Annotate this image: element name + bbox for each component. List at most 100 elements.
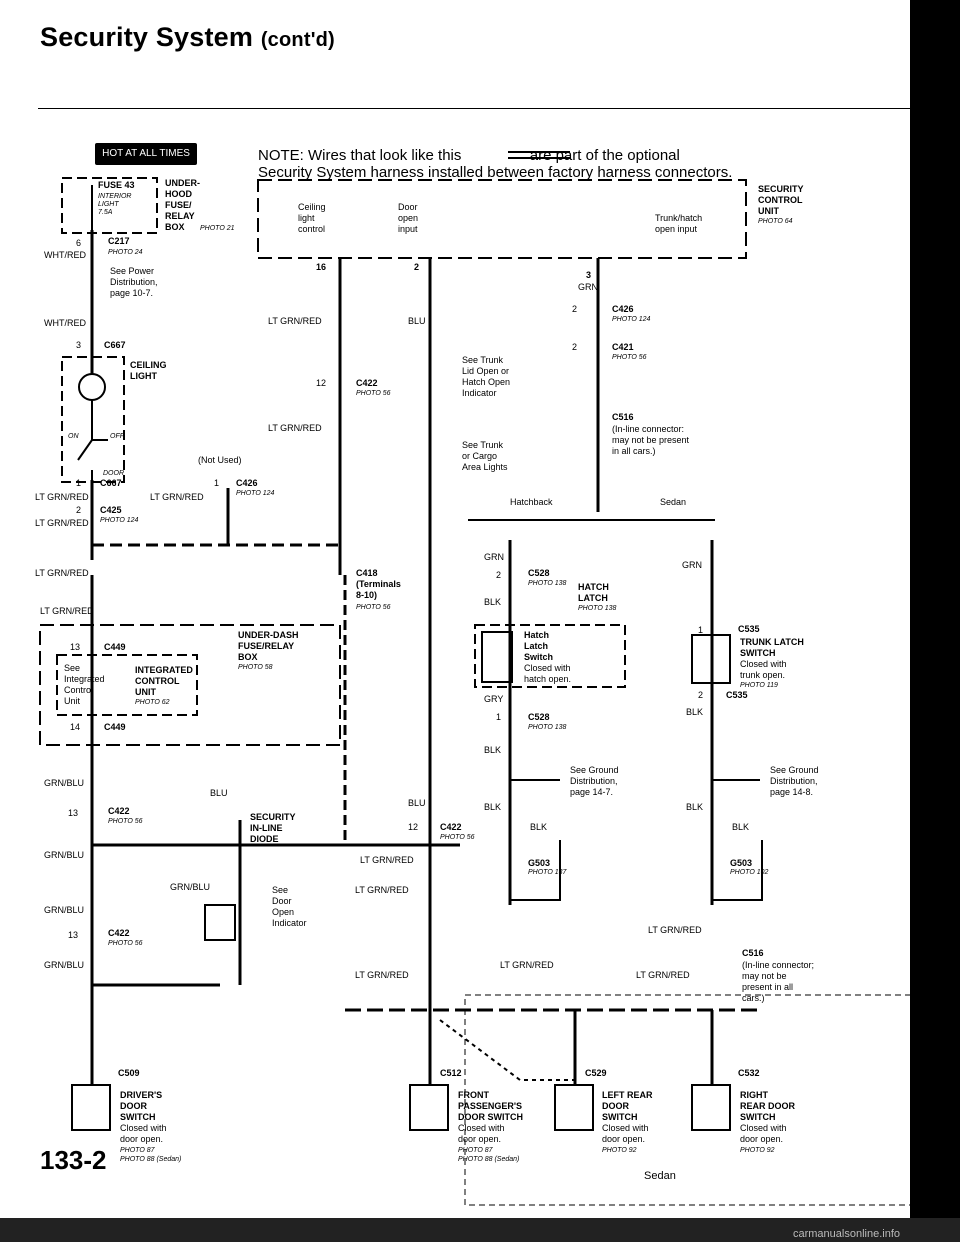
door-wire-grnblu-4: GRN/BLU: [44, 905, 85, 915]
trunk-latch-photo: PHOTO 119: [740, 682, 778, 689]
scu-ceiling-1: Ceiling: [298, 202, 326, 212]
door-wire-ltgrnred-2: LT GRN/RED: [355, 885, 409, 895]
c418-l3: 8-10): [356, 590, 378, 600]
scu-l2: CONTROL: [758, 195, 803, 205]
trunk-c421-pin: 2: [572, 342, 578, 352]
wire-ltgrnred-3: LT GRN/RED: [35, 518, 89, 528]
rr-photo: PHOTO 92: [740, 1147, 775, 1154]
front-l2: PASSENGER'S: [458, 1101, 522, 1111]
trunk-latch-l4: trunk open.: [740, 670, 786, 680]
hatch-c528: C528: [528, 568, 550, 578]
c217-photo: PHOTO 24: [108, 249, 143, 256]
driver-l5: door open.: [120, 1134, 164, 1144]
hatch-g503-photo: PHOTO 137: [528, 869, 567, 876]
driver-l2: DOOR: [120, 1101, 147, 1111]
door-wire-grnblu-3: GRN/BLU: [170, 882, 211, 892]
hatch-c528-photo: PHOTO 138: [528, 580, 567, 587]
underhood-box-l3: FUSE/: [165, 200, 192, 210]
hatch-g503: G503: [528, 858, 551, 868]
ceiling-light-l2: LIGHT: [130, 371, 157, 381]
rr-l2: REAR DOOR: [740, 1101, 796, 1111]
door-c422: C422: [108, 806, 130, 816]
watermark: carmanualsonline.info: [792, 1228, 900, 1240]
scu-trunk-1: Trunk/hatch: [655, 213, 703, 223]
front-photo-2: PHOTO 88 (Sedan): [458, 1156, 520, 1163]
door-wire-grnblu-5: GRN/BLU: [44, 960, 85, 970]
ceiling-bulb: [78, 373, 106, 401]
hatch-wire-blk3: BLK: [484, 802, 502, 812]
door-wire-ltgrnred-6: LT GRN/RED: [636, 970, 690, 980]
icu-l1: INTEGRATED: [135, 665, 193, 675]
scu-ceiling-3: control: [298, 224, 326, 234]
see-cargo-1: See Trunk: [462, 440, 504, 450]
scu-pin3: 3: [586, 270, 592, 280]
underhood-box-l4: RELAY: [165, 211, 195, 221]
hatchback-label: Hatchback: [510, 497, 553, 507]
scu-c422: C422: [356, 378, 378, 388]
front-l5: door open.: [458, 1134, 502, 1144]
lr-l2: DOOR: [602, 1101, 629, 1111]
sedan-ground-2: Distribution,: [770, 776, 818, 786]
driver-door-switch: [71, 1084, 111, 1131]
hatch-ground-3: page 14-7.: [570, 787, 614, 797]
scu-c422-photo: PHOTO 56: [356, 390, 391, 397]
door-c422b: C422: [440, 822, 462, 832]
ceiling-on: ON: [68, 433, 79, 440]
trunk-c421: C421: [612, 342, 634, 352]
see-icu-3: Control: [64, 685, 94, 695]
hatch-wire-blk4: BLK: [530, 822, 548, 832]
sedan-c535-pin: 1: [698, 625, 704, 635]
fuse-desc-1: INTERIOR: [98, 193, 132, 200]
driver-l3: SWITCH: [120, 1112, 156, 1122]
page-title: Security System (cont'd): [40, 22, 335, 52]
scu-c422-pin: 12: [316, 378, 327, 388]
see-trunk-lid-1: See Trunk: [462, 355, 504, 365]
icu-photo: PHOTO 62: [135, 699, 170, 706]
hatch-latch-l1: HATCH: [578, 582, 609, 592]
door-wire-grnblu-1: GRN/BLU: [44, 778, 85, 788]
hatch-c528-pin: 2: [496, 570, 502, 580]
c426-photo: PHOTO 124: [236, 490, 275, 497]
optional-harness-sample: [508, 151, 570, 159]
sedan-region-outline: [464, 994, 926, 1206]
icu-outline: [56, 654, 198, 716]
hatch-wire-blk: BLK: [484, 597, 502, 607]
c667b-pin: 1: [76, 478, 82, 488]
trunk-latch-l1: TRUNK LATCH: [740, 637, 804, 647]
hot-at-all-times-badge: HOT AT ALL TIMES: [95, 143, 197, 165]
front-photo-1: PHOTO 87: [458, 1147, 493, 1154]
c426-label: C426: [236, 478, 258, 488]
trunk-latch-switch: [691, 634, 731, 684]
see-trunk-lid-4: Indicator: [462, 388, 497, 398]
ud-c449: C449: [104, 642, 126, 652]
c418-photo: PHOTO 56: [356, 604, 391, 611]
c667b-label: C667: [100, 478, 122, 488]
hatch-latch-l2: LATCH: [578, 593, 608, 603]
hatch-switch-l4: Closed with: [524, 663, 571, 673]
scu-door-3: input: [398, 224, 418, 234]
hatch-latch-outline: [474, 624, 626, 688]
hatch-switch: [481, 631, 513, 683]
sedan-c535b-pin: 2: [698, 690, 704, 700]
ud-c449b-pin: 14: [70, 722, 81, 732]
scu-door-2: open: [398, 213, 419, 223]
front-l4: Closed with: [458, 1123, 505, 1133]
underhood-box-l5: BOX: [165, 222, 185, 232]
sedan-wire-blk: BLK: [686, 707, 704, 717]
c529-label: C529: [585, 1068, 607, 1078]
page-number: 133-2: [40, 1145, 107, 1175]
trunk-c426-pin: 2: [572, 304, 578, 314]
door-c422-pin: 13: [68, 808, 79, 818]
see-icu-4: Unit: [64, 696, 81, 706]
door-c422-photo: PHOTO 56: [108, 818, 143, 825]
fuse-rating: 7.5A: [98, 209, 113, 216]
diode-l1: SECURITY: [250, 812, 296, 822]
diode-l2: IN-LINE: [250, 823, 283, 833]
driver-l1: DRIVER'S: [120, 1090, 163, 1100]
see-power-2: Distribution,: [110, 277, 158, 287]
see-door-1: See: [272, 885, 289, 895]
scu-trunk-2: open input: [655, 224, 698, 234]
c217-pin: 6: [76, 238, 82, 248]
not-used: (Not Used): [198, 455, 242, 465]
